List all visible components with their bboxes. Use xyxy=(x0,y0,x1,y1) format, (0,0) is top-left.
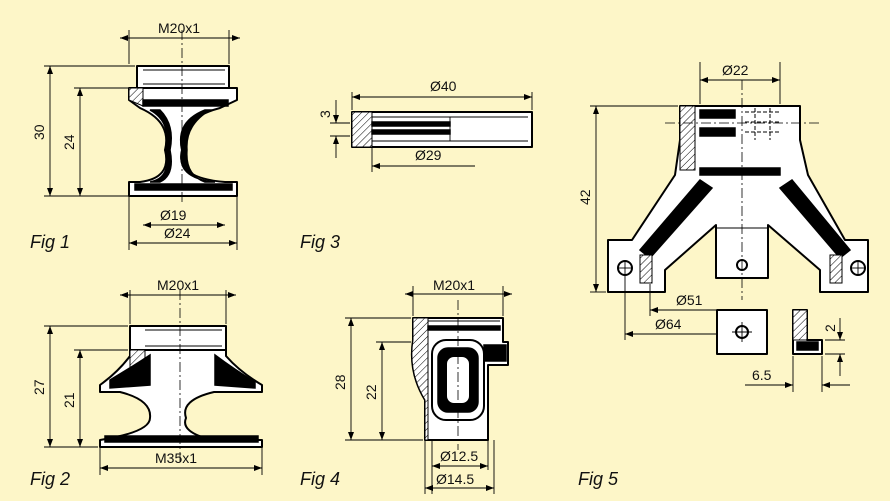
fig5-part xyxy=(607,80,869,300)
fig4-top-dim: M20x1 xyxy=(433,277,475,293)
fig5-detail-views xyxy=(716,309,823,355)
fig2-height-inner: 21 xyxy=(61,392,77,408)
fig5-top-dia: Ø22 xyxy=(722,62,749,78)
fig3-thickness: 3 xyxy=(317,110,333,118)
fig4-caption: Fig 4 xyxy=(300,469,340,489)
fig4-dia-small: Ø12.5 xyxy=(440,448,478,464)
fig3-dia-inner: Ø29 xyxy=(415,147,442,163)
fig4-height-inner: 22 xyxy=(363,384,379,400)
fig5-dimensions: Ø22 42 Ø51 Ø64 2 6.5 xyxy=(577,62,850,392)
fig5: Ø22 42 Ø51 Ø64 2 6.5 Fig 5 xyxy=(577,62,869,489)
fig1-height-inner: 24 xyxy=(61,134,77,150)
fig2-dimensions: M20x1 27 21 M35x1 xyxy=(31,277,263,475)
fig4-dia-large: Ø14.5 xyxy=(436,471,474,487)
fig1-caption: Fig 1 xyxy=(30,232,70,252)
fig3-dimensions: Ø40 3 Ø29 xyxy=(317,78,533,172)
fig2: M20x1 27 21 M35x1 Fig 2 xyxy=(30,277,263,489)
fig5-detail-height: 2 xyxy=(822,324,838,332)
fig2-bottom-dim: M35x1 xyxy=(155,450,197,466)
fig2-caption: Fig 2 xyxy=(30,469,70,489)
fig5-dia-inner: Ø51 xyxy=(676,292,703,308)
fig1-height-overall: 30 xyxy=(31,124,47,140)
fig5-height: 42 xyxy=(577,189,593,205)
fig4-dimensions: M20x1 28 22 Ø12.5 Ø14.5 xyxy=(332,277,512,494)
fig3: Ø40 3 Ø29 Fig 3 xyxy=(300,78,533,252)
fig3-part xyxy=(351,111,533,148)
fig1-part xyxy=(128,30,238,205)
fig5-caption: Fig 5 xyxy=(578,469,619,489)
fig4: M20x1 28 22 Ø12.5 Ø14.5 Fig 4 xyxy=(300,277,512,494)
fig1-dia-small: Ø19 xyxy=(160,207,187,223)
fig1-dia-large: Ø24 xyxy=(164,225,191,241)
fig2-height-overall: 27 xyxy=(31,379,47,395)
fig3-dia-outer: Ø40 xyxy=(430,78,457,94)
fig4-height-overall: 28 xyxy=(332,374,348,390)
fig1-dimensions: M20x1 30 24 Ø19 Ø24 xyxy=(31,20,240,250)
fig5-detail-width: 6.5 xyxy=(752,367,772,383)
fig2-part xyxy=(99,290,263,465)
fig3-caption: Fig 3 xyxy=(300,232,340,252)
fig1-top-dim: M20x1 xyxy=(158,20,200,36)
fig1: M20x1 30 24 Ø19 Ø24 Fig 1 xyxy=(30,20,240,252)
fig2-top-dim: M20x1 xyxy=(157,277,199,293)
fig4-part xyxy=(410,300,509,450)
fig5-dia-outer: Ø64 xyxy=(655,316,682,332)
